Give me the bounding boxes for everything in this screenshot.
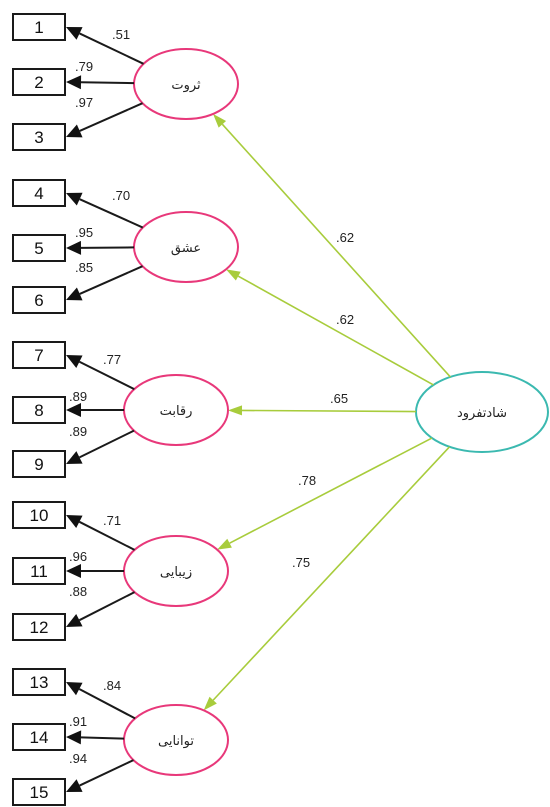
- indicator-box-9: [12, 450, 66, 478]
- indicator-label-11: 11: [30, 562, 48, 581]
- loading-coefficient-10: .71: [103, 513, 121, 528]
- factor-label-2: عشق: [171, 241, 201, 256]
- indicator-label-6: 6: [34, 291, 43, 310]
- structural-path-1-line: [221, 123, 451, 378]
- indicator-label-1: 1: [34, 18, 43, 37]
- structural-path-5-arrowhead: [203, 696, 217, 711]
- structural-path-3-line: [241, 409, 417, 413]
- loading-arrow-9-line: [79, 429, 135, 459]
- loading-arrow-3-line: [79, 102, 143, 132]
- loading-arrow-14-line: [80, 736, 125, 740]
- loading-arrow-12-arrowhead: [66, 613, 83, 627]
- indicator-label-9: 9: [34, 455, 43, 474]
- indicator-label-5: 5: [34, 239, 43, 258]
- loading-coefficient-12: .88: [69, 584, 87, 599]
- factor-label-5: توانایی: [158, 734, 194, 749]
- indicator-box-6: [12, 286, 66, 314]
- loading-coefficient-4: .70: [112, 188, 130, 203]
- loading-arrow-6-line: [79, 265, 143, 295]
- loading-arrow-4-line: [79, 198, 144, 229]
- loading-arrow-1-line: [79, 32, 144, 65]
- loading-coefficient-8: .89: [69, 389, 87, 404]
- indicator-label-15: 15: [30, 783, 49, 802]
- loading-arrow-3-arrowhead: [66, 124, 83, 138]
- indicator-box-2: [12, 68, 66, 96]
- loading-arrow-2-arrowhead: [66, 75, 82, 90]
- factor-ellipse-5: [123, 704, 229, 776]
- indicator-box-3: [12, 123, 66, 151]
- loading-coefficient-1: .51: [112, 27, 130, 42]
- indicator-label-2: 2: [34, 73, 43, 92]
- indicator-box-12: [12, 613, 66, 641]
- indicator-box-14: [12, 723, 66, 751]
- indicator-label-4: 4: [34, 184, 43, 203]
- loading-arrow-7-line: [78, 360, 135, 391]
- loading-coefficient-2: .79: [75, 59, 93, 74]
- loading-arrow-2-line: [80, 81, 135, 85]
- indicator-box-8: [12, 396, 66, 424]
- loading-arrow-15-line: [79, 759, 134, 787]
- loading-coefficient-13: .84: [103, 678, 121, 693]
- loading-arrow-5-arrowhead: [66, 240, 82, 255]
- indicator-label-13: 13: [30, 673, 49, 692]
- indicator-box-7: [12, 341, 66, 369]
- loading-arrow-13-line: [78, 688, 136, 720]
- path-coefficient-1: .62: [336, 230, 354, 245]
- loading-arrow-12-line: [78, 591, 135, 622]
- factor-label-4: زیبایی: [160, 565, 192, 580]
- structural-path-1-arrowhead: [212, 113, 227, 128]
- loading-arrow-7-arrowhead: [66, 355, 83, 368]
- indicator-label-8: 8: [34, 401, 43, 420]
- loading-arrow-10-line: [78, 520, 135, 551]
- indicator-box-1: [12, 13, 66, 41]
- indicator-label-12: 12: [30, 618, 49, 637]
- loading-coefficient-9: .89: [69, 424, 87, 439]
- loading-arrow-1-arrowhead: [66, 27, 83, 40]
- loading-coefficient-14: .91: [69, 714, 87, 729]
- loading-coefficient-5: .95: [75, 225, 93, 240]
- loading-arrow-10-arrowhead: [66, 515, 83, 529]
- structural-path-2-line: [237, 275, 434, 386]
- loading-coefficient-3: .97: [75, 95, 93, 110]
- structural-path-4-line: [229, 437, 433, 544]
- loading-arrow-11-arrowhead: [66, 564, 81, 578]
- factor-label-3: رقابت: [160, 404, 193, 419]
- indicator-label-10: 10: [30, 506, 49, 525]
- loading-arrow-4-arrowhead: [66, 192, 83, 206]
- indicator-box-10: [12, 501, 66, 529]
- path-coefficient-4: .78: [298, 473, 316, 488]
- indicator-box-11: [12, 557, 66, 585]
- indicator-label-7: 7: [34, 346, 43, 365]
- loading-coefficient-6: .85: [75, 260, 93, 275]
- indicator-label-14: 14: [30, 728, 49, 747]
- loading-arrow-6-arrowhead: [66, 287, 83, 301]
- structural-path-4-arrowhead: [217, 538, 232, 550]
- loading-arrow-14-arrowhead: [66, 730, 82, 745]
- loading-coefficient-7: .77: [103, 352, 121, 367]
- indicator-box-5: [12, 234, 66, 262]
- loading-arrow-8-arrowhead: [66, 403, 81, 417]
- path-coefficient-3: .65: [330, 391, 348, 406]
- structural-path-5-line: [212, 446, 451, 701]
- indicator-box-4: [12, 179, 66, 207]
- loading-arrow-9-arrowhead: [66, 451, 83, 464]
- loading-arrow-15-arrowhead: [66, 779, 83, 792]
- loading-arrow-13-arrowhead: [66, 682, 83, 696]
- loading-coefficient-15: .94: [69, 751, 87, 766]
- loading-coefficient-11: .96: [69, 549, 87, 564]
- structural-path-3-arrowhead: [227, 405, 243, 416]
- factor-label-1: ثروت: [171, 78, 201, 93]
- indicator-label-3: 3: [34, 128, 43, 147]
- central-latent-label: شادتفرود: [457, 406, 507, 421]
- indicator-box-13: [12, 668, 66, 696]
- path-coefficient-2: .62: [336, 312, 354, 327]
- structural-path-2-arrowhead: [226, 269, 241, 281]
- indicator-box-15: [12, 778, 66, 806]
- path-coefficient-5: .75: [292, 555, 310, 570]
